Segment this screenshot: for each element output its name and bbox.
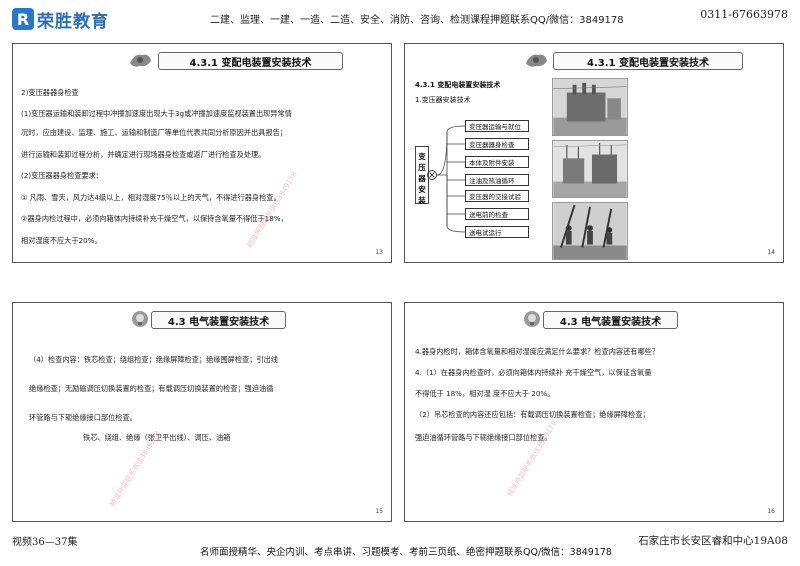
text-line: 进行运输和装卸过程分析，并确定进行现场器身检查或返厂进行检查及处理。 [21,150,266,159]
text-line: 环管路与下轭绝缘接口部位检查。 [29,413,137,422]
slide-15: 4.3 电气装置安装技术 （4）检查内容：铁芯检查；绕组检查；绝缘屏障检查；绝缘… [12,302,392,522]
slide-title: 4.3.1 变配电装置安装技术 [553,52,743,70]
bulb-icon [132,311,148,327]
logo-text: 荣胜教育 [37,11,109,32]
logo-icon: R [12,8,34,30]
transformer-photo [552,78,628,136]
mindmap-node: 送电试运行 [465,226,529,238]
header-contact: 二建、监理、一建、一造、二造、安全、消防、咨询、检测课程押题联系QQ/微信：38… [210,15,624,26]
text-line: （2）吊芯检查的内容还应包括：有载调压切换装置检查；绝缘屏障检查； [415,410,650,419]
page-number: 16 [767,508,775,515]
mindmap-connectors [427,125,466,233]
mindmap-node: 本体及附件安装 [465,156,529,168]
workers-photo [552,202,628,260]
mindmap-subheading: 1.变压器安装技术 [415,96,471,104]
mindmap-node: 注油及热油循环 [465,174,529,186]
text-line: ②器身内检过程中，必须向箱体内持续补充干燥空气，以保持含氧量不得低于18%， [21,214,288,223]
mindmap-node: 变压器的交接试验 [465,190,529,202]
page-number: 15 [375,508,383,515]
slide-14: 4.3.1 变配电装置安装技术 4.3.1 变配电装置安装技术 1.变压器安装技… [404,43,784,263]
slide-16: 4.3 电气装置安装技术 4.器身内检时，箱体含氧量和相对湿度应满足什么要求？检… [404,302,784,522]
text-line: 4.器身内检时，箱体含氧量和相对湿度应满足什么要求？检查内容还有哪些？ [415,347,660,356]
text-line: 绝缘检查；无励磁调压切换装置的检查；有载调压切换装置的检查；强迫油循 [29,384,274,393]
gear-icon [130,54,151,67]
mindmap-heading: 4.3.1 变配电装置安装技术 [415,81,501,89]
substation-photo [552,140,628,198]
page-number: 13 [375,249,383,256]
mindmap-node: 送电前的检查 [465,208,529,220]
page-number: 14 [767,249,775,256]
text-line: 况时，应由建设、监理、施工、运输和制造厂等单位代表共同分析原因并出具报告； [21,128,287,137]
text-line: 相对湿度不应大于20%。 [21,236,102,245]
footer-episode: 视频36—37集 [12,537,78,548]
text-line: ① 凡雨、雪天，风力达4级以上，相对湿度75％以上的天气，不得进行器身检查。 [21,193,281,202]
watermark-text: 精准押题联系微信3849178 [505,419,559,498]
slide-title: 4.3 电气装置安装技术 [543,311,678,329]
mindmap-node: 变压器运输与就位 [465,120,529,132]
brand-logo: R 荣胜教育 [12,6,109,32]
text-line: 不得低于 18%，相对湿 度不应大于 20%。 [415,389,555,398]
slide-13: 4.3.1 变配电装置安装技术 2)变压器器身检查 (1)变压器运输和装卸过程中… [12,43,392,263]
text-line: 强迫油循环管路与下轭绝缘接口部位检查。 [415,433,552,442]
watermark-text: 精准押题联系微信3849178 [245,170,299,249]
text-line: （4）检查内容：铁芯检查；绕组检查；绝缘屏障检查；绝缘围屏检查；引出线 [29,355,278,364]
text-line: 铁芯、绕组、绝缘（张卫平出线）、调压、油箱 [83,433,231,442]
footer-address: 石家庄市长安区睿和中心19A08 [638,535,788,547]
gear-icon [526,54,547,67]
bulb-icon [524,311,540,327]
mindmap-root: 变 压 器 安 装 [415,146,429,205]
text-line: (2)变压器器身检查要求： [21,171,104,180]
text-line: 2)变压器器身检查 [21,88,79,97]
mindmap-node: 变压器器身检查 [465,138,529,150]
slide-title: 4.3.1 变配电装置安装技术 [158,52,343,70]
text-line: (1)变压器运输和装卸过程中冲撞加速度出现大于3g或冲撞加速度监视装置出现异常情 [21,109,292,118]
footer-contact: 名师面授精华、央企内训、考点串讲、习题模考、考前三页纸、绝密押题联系QQ/微信：… [200,547,612,558]
header-phone: 0311-67663978 [700,8,788,21]
slide-title: 4.3 电气装置安装技术 [151,311,286,329]
text-line: 4.（1）在器身内检查时，必须向箱体内持续补 充干燥空气，以保证含氧量 [415,368,652,377]
